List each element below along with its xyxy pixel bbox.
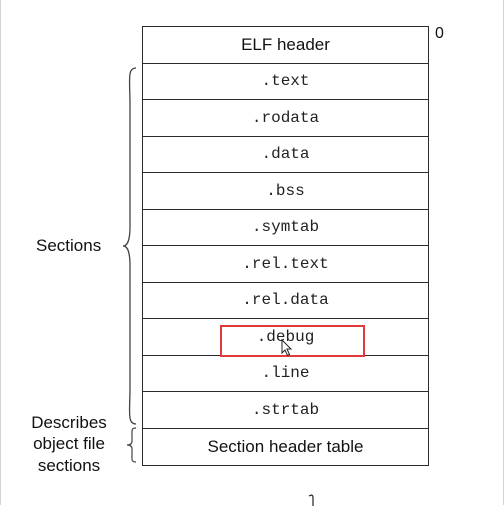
- partial-glyph-mark: [308, 494, 314, 506]
- offset-zero-label: 0: [435, 25, 444, 42]
- text-section-label: .text: [261, 72, 310, 91]
- rel-data-section-label: .rel.data: [242, 291, 329, 310]
- rel-data-section-row: .rel.data: [143, 283, 428, 319]
- debug-section-label: .debug: [256, 327, 315, 346]
- data-section-row: .data: [143, 137, 428, 173]
- rodata-section-label: .rodata: [251, 108, 320, 127]
- debug-highlight-box: [220, 325, 365, 357]
- bss-section-label: .bss: [266, 181, 305, 200]
- elf-header-row: ELF header: [143, 27, 428, 64]
- elf-header-label: ELF header: [241, 35, 330, 55]
- sections-label: Sections: [36, 236, 102, 255]
- symtab-section-row: .symtab: [143, 210, 428, 246]
- section-header-table-label: Section header table: [207, 437, 364, 457]
- strtab-section-row: .strtab: [143, 392, 428, 429]
- mouse-pointer-icon: [281, 338, 293, 357]
- text-section-row: .text: [143, 64, 428, 100]
- bss-section-row: .bss: [143, 173, 428, 210]
- elf-section-stack: ELF header .text .rodata .data .bss .sym…: [142, 26, 429, 466]
- rodata-section-row: .rodata: [143, 100, 428, 137]
- section-header-table-row: Section header table: [143, 429, 428, 466]
- rel-text-section-row: .rel.text: [143, 246, 428, 283]
- line-section-row: .line: [143, 356, 428, 392]
- symtab-section-label: .symtab: [251, 218, 320, 237]
- data-section-label: .data: [261, 145, 310, 164]
- rel-text-section-label: .rel.text: [242, 254, 329, 273]
- sections-brace-icon: [122, 67, 137, 425]
- describes-object-file-sections-label: Describes object file sections: [31, 413, 107, 475]
- strtab-section-label: .strtab: [251, 400, 320, 419]
- describes-brace-icon: [126, 427, 137, 463]
- line-section-label: .line: [261, 364, 310, 383]
